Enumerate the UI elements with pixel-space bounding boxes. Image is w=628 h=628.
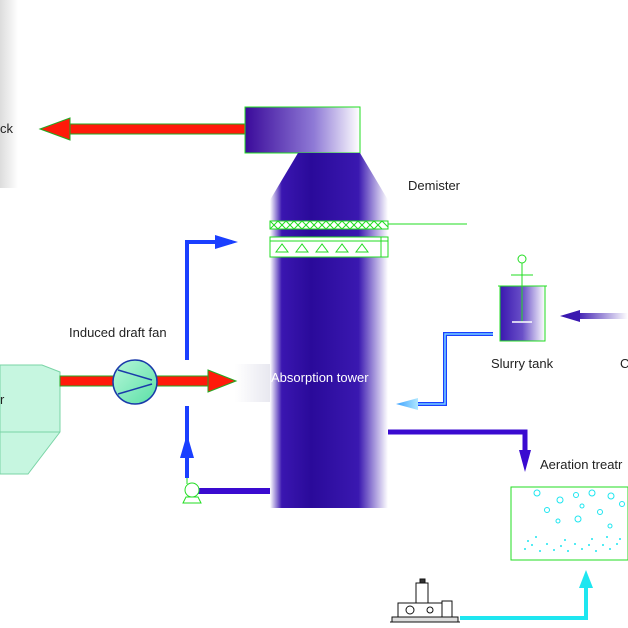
slurry-return-pipe xyxy=(396,332,493,410)
stack xyxy=(0,0,18,188)
slurry-tank-label: Slurry tank xyxy=(491,356,554,371)
aeration-label: Aeration treatr xyxy=(540,457,623,472)
induced-draft-fan xyxy=(112,359,158,405)
absorption-tower-label: Absorption tower xyxy=(271,370,369,385)
oxidation-blower xyxy=(390,578,460,623)
slurry-tank xyxy=(498,254,547,342)
spray-layer xyxy=(269,236,389,258)
circulation-pipe xyxy=(180,235,270,494)
cut-right-label: C xyxy=(620,356,628,371)
circulation-pump xyxy=(182,478,202,504)
air-pipe xyxy=(460,570,593,620)
slurry-feed-arrow xyxy=(560,310,628,322)
induced-draft-fan-label: Induced draft fan xyxy=(69,325,167,340)
discharge-pipe xyxy=(388,429,531,472)
demister xyxy=(269,220,467,230)
demister-label: Demister xyxy=(408,178,461,193)
clean-gas-arrow xyxy=(38,117,246,141)
gas-inlet-duct xyxy=(235,364,270,402)
absorption-tower xyxy=(244,106,388,508)
precipitator-hopper xyxy=(0,364,61,475)
precipitator-label: r xyxy=(0,392,5,407)
aeration-tank xyxy=(510,486,628,561)
stack-label: ck xyxy=(0,121,13,136)
